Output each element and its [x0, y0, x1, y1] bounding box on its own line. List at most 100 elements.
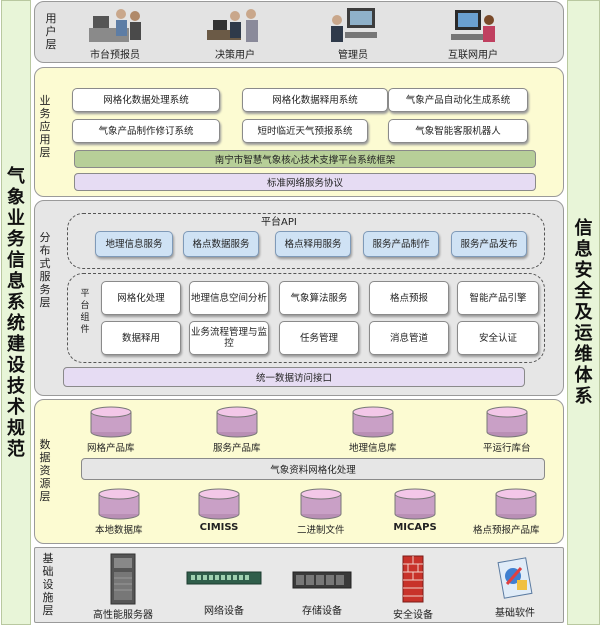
security-ops-title-char: 系 — [574, 386, 593, 407]
db-binary: 二进制文件 — [297, 488, 345, 536]
comp-smart-engine: 智能产品引擎 — [457, 281, 539, 315]
user-layer-title-char: 层 — [45, 38, 57, 51]
network-switch-icon — [186, 571, 262, 585]
standards-title-char: 气 — [7, 165, 25, 187]
data-resource-layer: 数据资源层 网格产品库 服务产品库 地理信息库 平运行库台 气象资料网格化处理 … — [34, 399, 564, 544]
comp-data-interpret: 数据释用 — [101, 321, 181, 355]
infra-server: 高性能服务器 — [93, 552, 153, 621]
comp-task-manage: 任务管理 — [279, 321, 359, 355]
base-layer-title-char: 础 — [42, 565, 54, 578]
infra-server-label: 高性能服务器 — [93, 610, 153, 621]
db-service-product: 服务产品库 — [213, 406, 261, 454]
standards-title-char: 信 — [7, 249, 25, 271]
db-micaps: MICAPS — [393, 488, 437, 533]
infra-network: 网络设备 — [185, 562, 263, 617]
data-layer-title: 数据资源层 — [38, 438, 52, 503]
api-grid-data-service: 格点数据服务 — [183, 231, 259, 257]
component-title-char: 组 — [80, 313, 90, 323]
component-title-char: 平 — [80, 289, 90, 299]
business-app-layer: 业务应用层 网格化数据处理系统 网格化数据释用系统 气象产品自动化生成系统 气象… — [34, 67, 564, 197]
security-ops-title-char: 运 — [574, 323, 593, 344]
user-layer-title-char: 用 — [45, 12, 57, 25]
database-icon — [98, 488, 140, 520]
svc-layer-title-char: 层 — [39, 296, 51, 309]
data-layer-title-char: 源 — [39, 477, 51, 490]
api-product-publish: 服务产品发布 — [451, 231, 527, 257]
security-ops-title-char: 安 — [574, 260, 593, 281]
app-chatbot: 气象智能客服机器人 — [388, 119, 528, 143]
gridding-process-bar: 气象资料网格化处理 — [81, 458, 545, 480]
db-service-product-label: 服务产品库 — [213, 443, 261, 454]
data-access-bar: 统一数据访问接口 — [63, 367, 525, 387]
api-group — [67, 213, 545, 269]
right-side-panel: 信息安全及运维体系 — [567, 0, 600, 625]
security-ops-title-char: 息 — [574, 239, 593, 260]
security-ops-title-char: 全 — [574, 281, 593, 302]
api-title: 平台API — [261, 217, 297, 228]
framework-bar: 南宁市智慧气象核心技术支撑平台系统框架 — [74, 150, 536, 168]
base-layer-title-char: 施 — [42, 591, 54, 604]
infra-software-label: 基础软件 — [495, 608, 535, 619]
component-title-char: 件 — [80, 325, 90, 335]
protocol-bar: 标准网络服务协议 — [74, 173, 536, 191]
infra-storage: 存储设备 — [291, 562, 353, 617]
standards-title: 气象业务信息系统建设技术规范 — [7, 166, 25, 460]
standards-title-char: 规 — [7, 417, 25, 439]
base-layer-title-char: 设 — [42, 578, 54, 591]
app-layer-title-char: 业 — [39, 94, 51, 107]
user-internet-label: 互联网用户 — [448, 50, 498, 61]
user-forecaster-label: 市台预报员 — [90, 50, 140, 61]
db-micaps-label: MICAPS — [393, 522, 437, 533]
app-nowcasting: 短时临近天气预报系统 — [242, 119, 368, 143]
comp-message-pipe: 消息管道 — [369, 321, 449, 355]
db-geo-info: 地理信息库 — [349, 406, 397, 454]
db-cimiss-label: CIMISS — [199, 522, 239, 533]
api-grid-interpret-service: 格点释用服务 — [275, 231, 351, 257]
base-layer-title-char: 层 — [42, 604, 54, 617]
comp-geo-analysis: 地理信息空间分析 — [189, 281, 269, 315]
infrastructure-layer: 基础设施层 高性能服务器 网络设备 存储设备 — [34, 547, 564, 623]
db-cimiss: CIMISS — [197, 488, 241, 533]
component-title-char: 台 — [80, 301, 90, 311]
admin-icon — [331, 8, 377, 42]
comp-grid-processing: 网格化处理 — [101, 281, 181, 315]
db-grid-forecast-product-label: 格点预报产品库 — [473, 525, 540, 536]
db-grid-product-label: 网格产品库 — [87, 443, 135, 454]
app-grid-processing: 网格化数据处理系统 — [72, 88, 220, 112]
base-layer-title-char: 基 — [42, 552, 54, 565]
component-title: 平台组件 — [78, 288, 92, 336]
user-layer-title-char: 户 — [45, 25, 57, 38]
svc-layer-title-char: 分 — [39, 231, 51, 244]
db-local: 本地数据库 — [95, 488, 143, 536]
security-ops-title-char: 及 — [574, 302, 593, 323]
app-layer-title: 业务应用层 — [38, 94, 52, 159]
database-icon — [300, 488, 342, 520]
svc-layer-title-char: 式 — [39, 257, 51, 270]
database-icon — [394, 488, 436, 520]
user-decision-label: 决策用户 — [215, 50, 255, 61]
data-layer-title-char: 据 — [39, 451, 51, 464]
app-product-revision: 气象产品制作修订系统 — [72, 119, 220, 143]
svc-layer-title: 分布式服务层 — [38, 231, 52, 309]
standards-title-char: 息 — [7, 270, 25, 292]
app-layer-title-char: 应 — [39, 120, 51, 133]
standards-title-char: 统 — [7, 312, 25, 334]
user-internet: 互联网用户 — [443, 6, 503, 61]
user-layer-title: 用户层 — [44, 12, 58, 51]
base-layer-title: 基础设施层 — [41, 552, 55, 617]
app-layer-title-char: 用 — [39, 133, 51, 146]
firewall-icon — [402, 555, 424, 603]
internet-user-icon — [451, 10, 495, 42]
forecaster-icon — [89, 9, 141, 42]
app-layer-title-char: 务 — [39, 107, 51, 120]
db-platform-runtime-label: 平运行库台 — [483, 443, 531, 454]
decision-user-icon — [207, 9, 258, 42]
data-layer-title-char: 资 — [39, 464, 51, 477]
distributed-service-layer: 分布式服务层 平台API 地理信息服务 格点数据服务 格点释用服务 服务产品制作… — [34, 200, 564, 396]
component-group — [67, 273, 545, 363]
svc-layer-title-char: 布 — [39, 244, 51, 257]
standards-title-char: 范 — [7, 438, 25, 460]
standards-title-char: 务 — [7, 228, 25, 250]
standards-title-char: 设 — [7, 354, 25, 376]
software-icon — [497, 557, 533, 599]
